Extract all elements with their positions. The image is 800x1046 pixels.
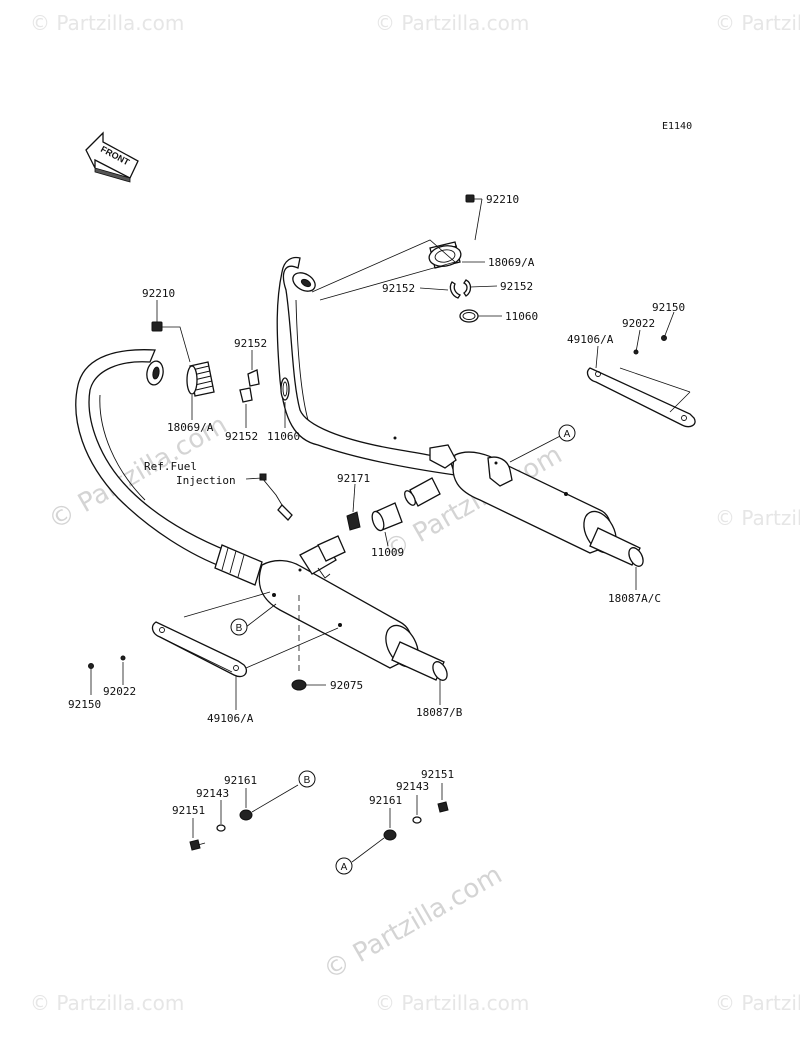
watermark-diagonal-bottom: © Partzilla.com <box>319 860 508 986</box>
part-18069-top-clamp <box>428 241 462 269</box>
label-92210-top: 92210 <box>486 193 519 206</box>
label-49106-left: 49106/A <box>207 712 254 725</box>
watermark-top-center: © Partzilla.com <box>375 11 529 35</box>
part-92075-grommet <box>291 679 307 691</box>
watermark-bottom-right: © Partzilla.com <box>715 991 800 1015</box>
label-11060-left: 11060 <box>267 430 300 443</box>
left-muffler <box>258 559 448 681</box>
label-11009: 11009 <box>371 546 404 559</box>
part-18069-left-clamp <box>186 361 215 397</box>
label-92152-left-b: 92152 <box>225 430 258 443</box>
watermark-bottom-left: © Partzilla.com <box>30 991 184 1015</box>
label-92151-right: 92151 <box>421 768 454 781</box>
watermark-mid-right: © Partzilla.com <box>715 506 800 530</box>
watermark-top-left: © Partzilla.com <box>30 11 184 35</box>
front-arrow-icon: FRONT <box>85 131 139 183</box>
diagram-code: E1140 <box>662 121 692 132</box>
part-92210-left-nut <box>151 321 163 332</box>
leader-lines <box>90 198 675 710</box>
callout-b-bottom: B <box>298 770 316 788</box>
part-92152-top-pair <box>449 279 472 299</box>
label-49106-right: 49106/A <box>567 333 614 346</box>
svg-text:A: A <box>564 429 571 440</box>
ref-label-line1: Ref.Fuel <box>144 460 197 473</box>
label-18087-b: 18087/B <box>416 706 463 719</box>
ref-label-line2: Injection <box>176 474 236 487</box>
label-92161-right: 92161 <box>369 794 402 807</box>
left-bracket <box>151 621 248 678</box>
svg-text:A: A <box>341 862 348 873</box>
label-92150-right: 92150 <box>652 301 685 314</box>
svg-text:B: B <box>236 623 243 634</box>
watermark-bottom-center: © Partzilla.com <box>375 991 529 1015</box>
label-92171: 92171 <box>337 472 370 485</box>
part-92150-92022-left-bolts <box>88 655 126 669</box>
label-18069-top: 18069/A <box>488 256 535 269</box>
label-92022-right: 92022 <box>622 317 655 330</box>
label-92075: 92075 <box>330 679 363 692</box>
bottom-left-hardware <box>189 784 299 851</box>
watermark-top-right: © Partzilla.com <box>715 11 800 35</box>
label-92150-left: 92150 <box>68 698 101 711</box>
label-92152-left-top: 92152 <box>382 282 415 295</box>
part-92210-top-nut <box>465 194 475 203</box>
right-exhaust-pipe <box>276 256 456 476</box>
label-92210-left: 92210 <box>142 287 175 300</box>
right-muffler <box>429 444 644 567</box>
part-11060-top-gasket <box>459 309 479 323</box>
bottom-right-hardware <box>351 783 449 863</box>
label-92151-left: 92151 <box>172 804 205 817</box>
left-exhaust-pipe <box>75 349 263 586</box>
label-11060-top: 11060 <box>505 310 538 323</box>
right-bracket <box>586 367 696 428</box>
label-18087-ac: 18087A/C <box>608 592 661 605</box>
label-18069-left: 18069/A <box>167 421 214 434</box>
svg-text:B: B <box>304 775 311 786</box>
label-92022-left: 92022 <box>103 685 136 698</box>
left-joint-and-sensor <box>259 473 346 579</box>
part-labels: 92210 18069/A 92152 92152 11060 92150 92… <box>68 193 685 817</box>
label-92143-left: 92143 <box>196 787 229 800</box>
label-92143-right: 92143 <box>396 780 429 793</box>
callout-b-mid: B <box>230 618 248 636</box>
part-92152-left-pair <box>239 369 260 403</box>
center-joint-pipes <box>346 477 441 532</box>
part-11060-left-gasket <box>280 377 290 401</box>
callout-a-top: A <box>558 424 576 442</box>
label-92161-left: 92161 <box>224 774 257 787</box>
label-92152-left-a: 92152 <box>234 337 267 350</box>
label-92152-right-top: 92152 <box>500 280 533 293</box>
callout-a-bottom: A <box>335 857 353 875</box>
